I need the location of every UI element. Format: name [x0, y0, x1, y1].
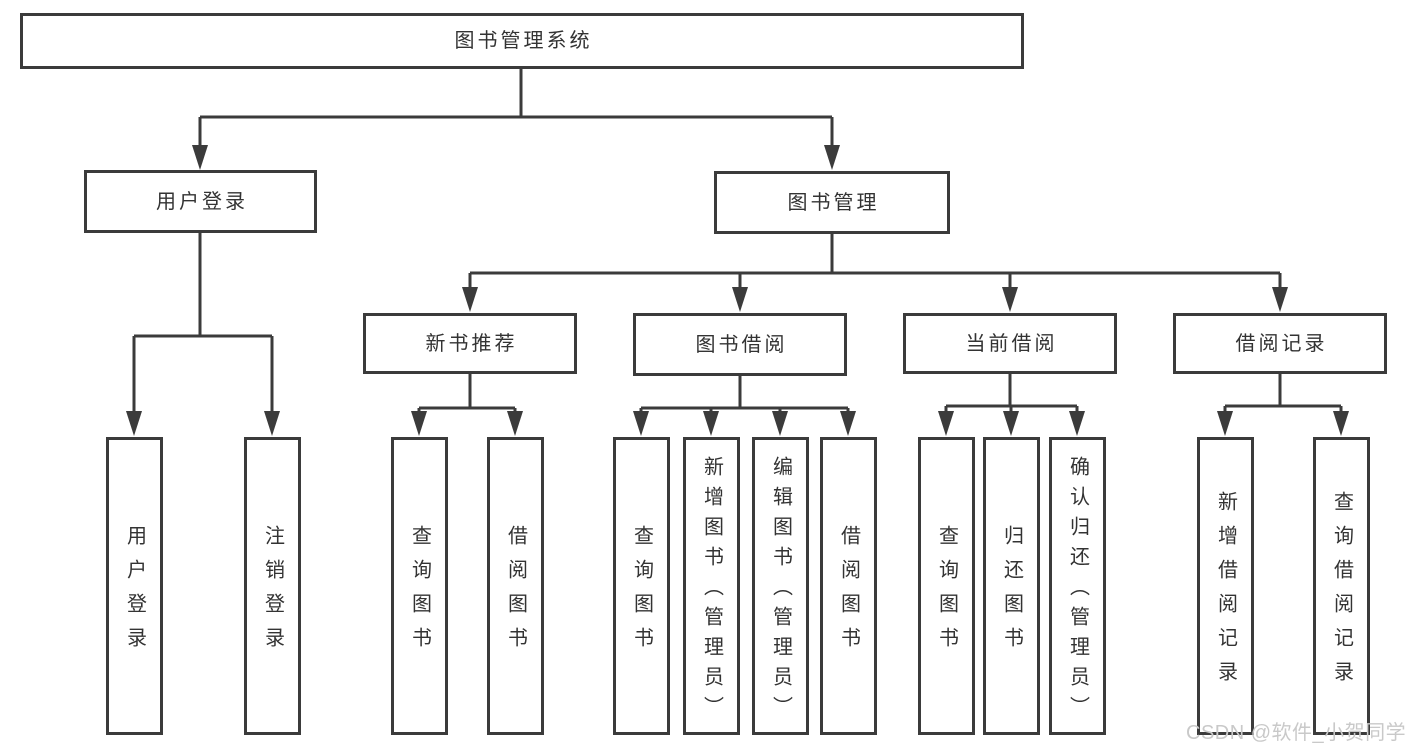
node-current-borrow: 当前借阅	[903, 313, 1117, 374]
leaf-query-books-recommend: 查询图书	[391, 437, 448, 735]
leaf-add-borrow-record: 新增借阅记录	[1197, 437, 1254, 735]
leaf-borrow-books-recommend: 借阅图书	[487, 437, 544, 735]
leaf-query-borrow-record: 查询借阅记录	[1313, 437, 1370, 735]
node-book-management: 图书管理	[714, 171, 950, 234]
leaf-query-books-borrow: 查询图书	[613, 437, 670, 735]
leaf-borrow-books-borrow: 借阅图书	[820, 437, 877, 735]
leaf-logout: 注销登录	[244, 437, 301, 735]
leaf-add-book-admin: 新增图书（管理员）	[683, 437, 740, 735]
leaf-return-book: 归还图书	[983, 437, 1040, 735]
leaf-edit-book-admin: 编辑图书（管理员）	[752, 437, 809, 735]
leaf-confirm-return-admin: 确认归还（管理员）	[1049, 437, 1106, 735]
node-new-book-recommend: 新书推荐	[363, 313, 577, 374]
leaf-query-books-current: 查询图书	[918, 437, 975, 735]
node-borrow-records: 借阅记录	[1173, 313, 1387, 374]
csdn-watermark: CSDN @软件_小贺同学	[1186, 722, 1405, 744]
node-user-login: 用户登录	[84, 170, 317, 233]
leaf-user-login: 用户登录	[106, 437, 163, 735]
node-book-borrow: 图书借阅	[633, 313, 847, 376]
node-root: 图书管理系统	[20, 13, 1024, 69]
